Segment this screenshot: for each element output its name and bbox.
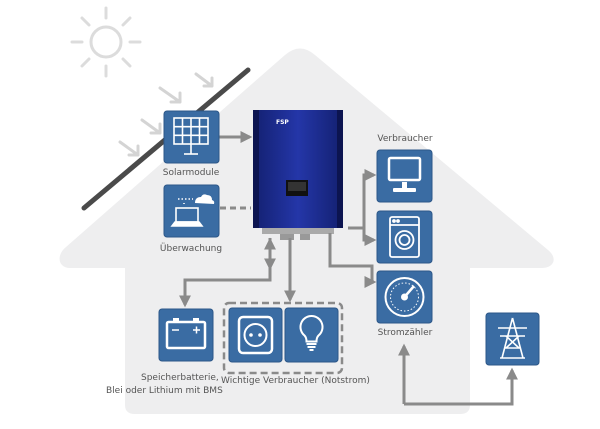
light-bulb-icon	[299, 314, 324, 351]
sun-icon	[70, 6, 142, 78]
laptop-cloud-icon	[170, 194, 215, 227]
washing-machine-icon	[389, 216, 420, 258]
battery-icon	[165, 318, 207, 350]
consumer-washer-tile	[376, 210, 433, 264]
inverter-brand-label: FSP	[276, 119, 289, 126]
meter-label: Stromzähler	[377, 328, 433, 338]
consumers-label: Verbraucher	[377, 134, 433, 144]
important-loads-label: Wichtige Verbraucher (Notstrom)	[221, 376, 370, 386]
important-loads-box	[222, 301, 344, 375]
solar-label: Solarmodule	[162, 168, 220, 178]
socket-tile	[228, 307, 283, 363]
inverter	[253, 110, 343, 240]
gauge-icon	[384, 277, 425, 317]
bulb-tile	[284, 307, 339, 363]
power-socket-icon	[237, 315, 274, 355]
battery-tile	[158, 308, 214, 362]
solar-tile	[163, 110, 220, 164]
connector-lines	[179, 131, 518, 406]
meter-tile	[376, 270, 433, 324]
battery-label-line2: Blei oder Lithium mit BMS	[106, 386, 223, 396]
grid-tile	[485, 312, 540, 366]
sunlight-arrows	[118, 72, 214, 157]
monitoring-tile	[163, 184, 220, 238]
solar-panel-icon	[173, 117, 209, 155]
monitor-icon	[387, 156, 422, 192]
battery-label-line1: Speicherbatterie,	[141, 373, 219, 383]
consumer-tv-tile	[376, 149, 433, 203]
power-pylon-icon	[498, 317, 527, 359]
monitoring-label: Überwachung	[159, 244, 223, 254]
